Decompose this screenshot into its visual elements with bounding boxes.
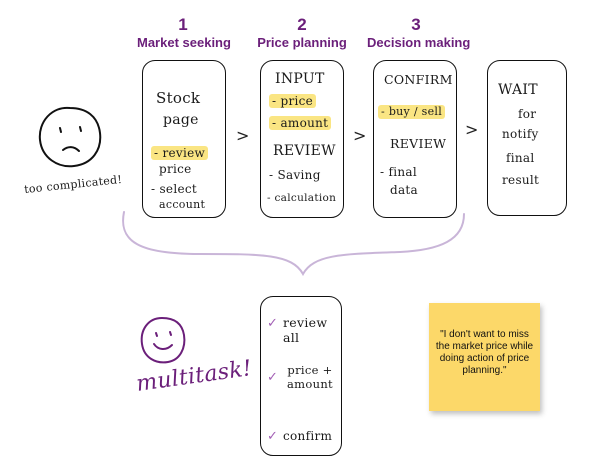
card2-line-4: REVIEW — [273, 143, 336, 159]
arrow-3: > — [465, 120, 479, 139]
arrow-2: > — [353, 126, 367, 145]
card1-line-2: page — [163, 112, 199, 128]
card4-line-3: notify — [502, 127, 539, 141]
checkmark-icon: ✓ — [267, 370, 278, 385]
combined-item-3: confirm — [283, 429, 333, 443]
step-3-label: Decision making — [367, 35, 471, 50]
card1-line-6: account — [159, 198, 206, 211]
quote-text: "I don't want to miss the market price w… — [435, 329, 534, 376]
step-1-label: Market seeking — [137, 35, 231, 50]
card-market-seeking: Stock page - review price - select accou… — [142, 60, 226, 218]
card4-line-1: WAIT — [498, 82, 538, 98]
card2-line-2: - price — [269, 94, 317, 108]
checkmark-icon: ✓ — [267, 429, 278, 444]
step-1-number: 1 — [178, 15, 188, 34]
sad-face-icon — [38, 106, 102, 168]
card1-line-4: price — [159, 162, 192, 176]
card3-line-5: data — [390, 183, 419, 197]
step-1-header: 1 Market seeking — [137, 15, 231, 51]
step-3-header: 3 Decision making — [367, 15, 471, 51]
card3-line-4: - final — [380, 165, 417, 179]
arrow-1: > — [236, 126, 250, 145]
card2-line-6: - calculation — [267, 192, 337, 204]
card2-line-1: INPUT — [275, 71, 325, 87]
quote-sticky-note: "I don't want to miss the market price w… — [429, 303, 540, 411]
card2-line-3: - amount — [269, 116, 332, 130]
card4-line-5: result — [502, 173, 540, 187]
card-combined-flow: ✓ review all ✓ price + amount ✓ confirm — [260, 296, 342, 456]
card4-line-4: final — [506, 151, 535, 165]
step-2-number: 2 — [297, 15, 307, 34]
card-price-planning: INPUT - price - amount REVIEW - Saving -… — [260, 60, 344, 218]
card1-line-1: Stock — [156, 89, 201, 107]
step-3-number: 3 — [411, 15, 421, 34]
combined-item-1: review all — [283, 315, 328, 345]
card3-line-3: REVIEW — [390, 136, 447, 151]
checkmark-icon: ✓ — [267, 316, 278, 331]
card4-line-2: for — [518, 107, 537, 121]
happy-face-icon — [140, 316, 186, 364]
card1-line-3: - review — [151, 146, 209, 160]
card2-line-5: - Saving — [269, 168, 321, 182]
card3-line-1: CONFIRM — [384, 72, 453, 87]
card-decision-making: CONFIRM - buy / sell REVIEW - final data — [373, 60, 457, 218]
card3-line-2: - buy / sell — [378, 105, 446, 119]
grouping-brace — [122, 211, 465, 277]
combined-item-2: price + amount — [287, 363, 333, 391]
card-wait-result: WAIT for notify final result — [487, 60, 567, 216]
card1-line-5: - select — [151, 182, 198, 196]
step-2-header: 2 Price planning — [256, 15, 348, 51]
step-2-label: Price planning — [257, 35, 347, 50]
